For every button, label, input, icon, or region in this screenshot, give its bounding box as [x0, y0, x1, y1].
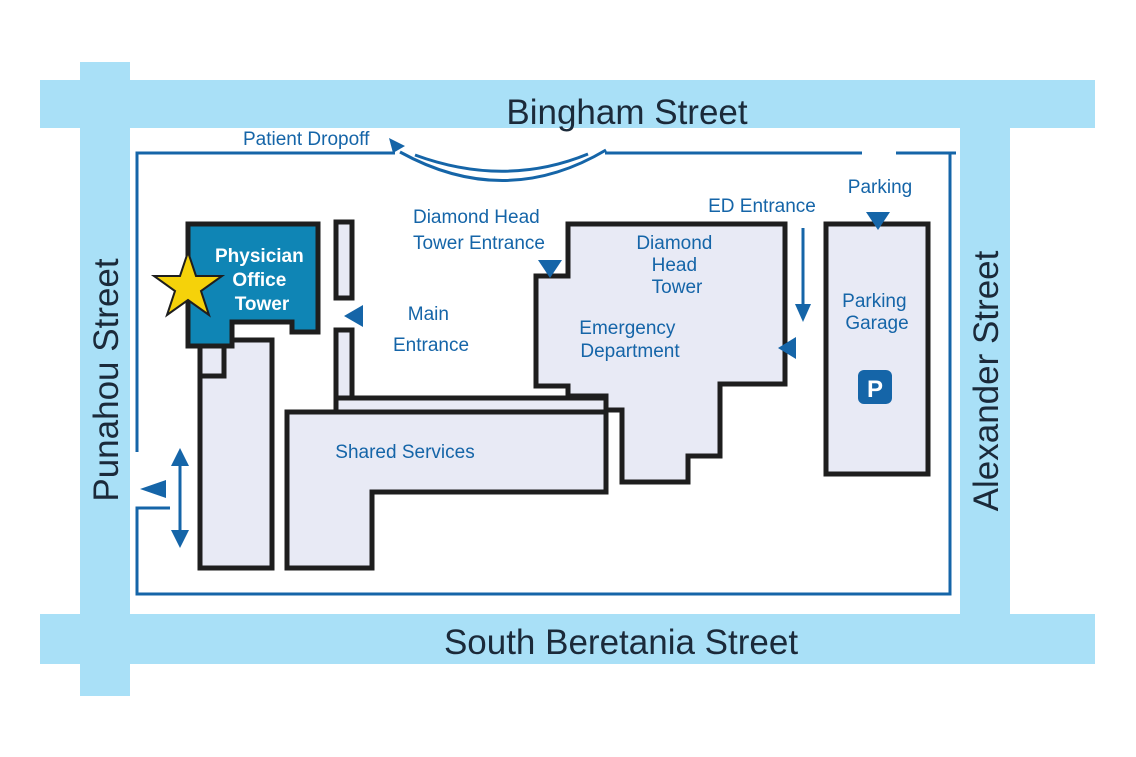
- main-entrance-arrow-icon: [344, 305, 363, 327]
- dht-line-3: Tower: [652, 277, 703, 298]
- boundary-north-west: [135, 151, 395, 446]
- building-diamond-head-tower: [533, 221, 788, 485]
- ed-entrance-label: ED Entrance: [708, 196, 816, 217]
- two-way-arrow-icon: [171, 448, 189, 548]
- patient-dropoff-label: Patient Dropoff: [243, 129, 370, 150]
- ed-line-2: Department: [580, 341, 680, 362]
- dh-tower-entrance-label: Diamond Head Tower Entrance: [413, 207, 545, 254]
- building-shared-services: [284, 409, 609, 571]
- parking-sign-letter: P: [867, 376, 883, 403]
- me-line-1: Main: [408, 304, 449, 325]
- dhte-line-1: Diamond Head: [413, 207, 540, 228]
- boundary-east: [135, 153, 952, 596]
- main-entrance-label: Main Entrance: [393, 304, 469, 356]
- parking-garage-label: Parking Garage: [842, 291, 912, 334]
- building-connector: [333, 395, 609, 415]
- poi-line-1: Physician: [215, 246, 304, 267]
- dhte-line-2: Tower Entrance: [413, 233, 545, 254]
- street-label-bingham: Bingham Street: [506, 93, 748, 132]
- buildings: [185, 219, 931, 571]
- poi-line-2: Office: [232, 270, 286, 291]
- ed-line-1: Emergency: [579, 318, 676, 339]
- building-main-corridor-south: [333, 327, 355, 401]
- ed-drive-arrow-icon: [795, 228, 811, 322]
- dh-entrance-arrow-icon: [538, 260, 562, 278]
- me-line-2: Entrance: [393, 335, 469, 356]
- property-boundary: [135, 148, 956, 596]
- building-physician-office-tower: [185, 221, 321, 349]
- street-label-punahou: Punahou Street: [87, 258, 126, 502]
- beretania-street-road: [40, 614, 1095, 664]
- emergency-department-label: Emergency Department: [579, 318, 680, 362]
- alexander-street-road: [960, 80, 1010, 664]
- street-label-beretania: South Beretania Street: [444, 623, 798, 662]
- parking-entrance-arrow-icon: [866, 212, 890, 230]
- shared-services-label: Shared Services: [335, 442, 474, 463]
- diamond-head-tower-label: Diamond Head Tower: [636, 233, 717, 298]
- pg-line-2: Garage: [845, 313, 908, 334]
- dht-line-1: Diamond: [636, 233, 712, 254]
- dht-line-2: Head: [652, 255, 697, 276]
- parking-entrance-label: Parking: [848, 177, 912, 198]
- physician-office-tower-label: Physician Office Tower: [215, 246, 309, 315]
- dropoff-loop: [399, 148, 607, 182]
- pg-line-1: Parking: [842, 291, 906, 312]
- star-icon: [150, 248, 226, 318]
- street-label-alexander: Alexander Street: [967, 250, 1006, 511]
- poi-line-3: Tower: [235, 294, 290, 315]
- building-west-annex: [197, 343, 227, 379]
- roads: [40, 62, 1095, 696]
- punahou-street-road: [80, 62, 130, 696]
- ed-entrance-arrow-icon: [778, 337, 796, 359]
- dropoff-arrow-icon: [389, 138, 405, 153]
- parking-sign-icon: P: [858, 370, 892, 404]
- exit-left-arrow-icon: [140, 480, 166, 498]
- building-west-wing: [197, 337, 275, 571]
- building-parking-garage: [823, 221, 931, 477]
- building-main-corridor-north: [333, 219, 355, 301]
- bingham-street-road: [40, 80, 1095, 128]
